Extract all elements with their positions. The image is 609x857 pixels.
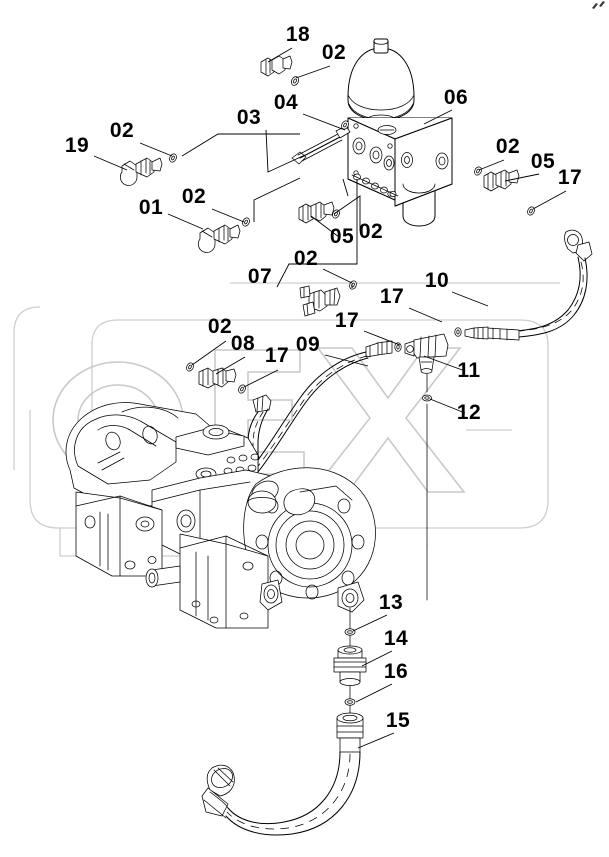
callout-02-b: 02 [110,119,134,142]
part-02-oring-c [474,166,482,176]
callout-18: 18 [286,23,310,46]
callout-labels: 18 02 06 04 03 19 02 02 05 17 01 02 05 0… [65,23,582,732]
valve-lower-ports [351,173,399,197]
callout-16: 16 [384,660,408,683]
callout-01: 01 [139,196,163,219]
part-02-oring-d [242,217,250,227]
corner-mark-icon [592,1,605,9]
callout-02-g: 02 [208,315,232,338]
part-17-oring-d [238,384,246,394]
part-05-adapter-a [483,169,520,192]
callout-08: 08 [231,332,255,355]
part-07-tee [299,285,341,317]
callout-07: 07 [248,265,272,288]
callout-19: 19 [65,134,89,157]
callout-06: 06 [444,86,468,109]
callout-05-a: 05 [531,150,555,173]
callout-11: 11 [457,359,480,382]
part-05-adapter-b [298,201,335,224]
callout-13: 13 [379,591,403,614]
part-11-elbow [404,333,449,374]
callout-17-a: 17 [558,166,582,189]
part-18-plug [260,55,293,77]
part-15-hose [201,712,364,836]
callout-02-d: 02 [182,185,206,208]
part-02-oring-f [349,280,357,290]
part-02-oring-b [169,153,177,163]
part-08-adapter [198,367,237,389]
callout-17-d: 17 [265,344,289,367]
part-02-oring-g [186,362,194,372]
callout-03: 03 [237,106,261,129]
callout-02-f: 02 [294,247,318,270]
part-03-bolt [291,125,351,165]
callout-17-c: 17 [335,309,359,332]
part-19-elbow [119,157,163,186]
callout-15: 15 [386,709,410,732]
accumulator-06 [347,38,415,131]
leader-lines [93,47,567,749]
callout-17-b: 17 [380,285,404,308]
part-12-oring [422,394,432,402]
part-01-elbow [197,224,241,253]
callout-14: 14 [384,627,408,650]
callout-05-b: 05 [330,225,354,248]
part-13-oring [344,628,356,636]
part-17-oring-b [454,327,462,337]
callout-02-a: 02 [322,41,346,64]
part-14-union [333,645,367,686]
part-10-hose [464,229,593,341]
callout-02-c: 02 [496,135,520,158]
part-02-oring-a [290,76,300,86]
part-17-oring-a [527,206,535,216]
callout-10: 10 [425,269,449,292]
callout-02-e: 02 [359,220,383,243]
part-09-hose [251,340,393,473]
part-16-oring [344,698,356,706]
callout-04: 04 [274,91,298,114]
hydraulic-pump-assembly [65,402,376,629]
valve-block-06 [347,117,453,227]
callout-09: 09 [296,333,320,356]
valve-ports [352,137,449,171]
callout-12: 12 [457,401,481,424]
